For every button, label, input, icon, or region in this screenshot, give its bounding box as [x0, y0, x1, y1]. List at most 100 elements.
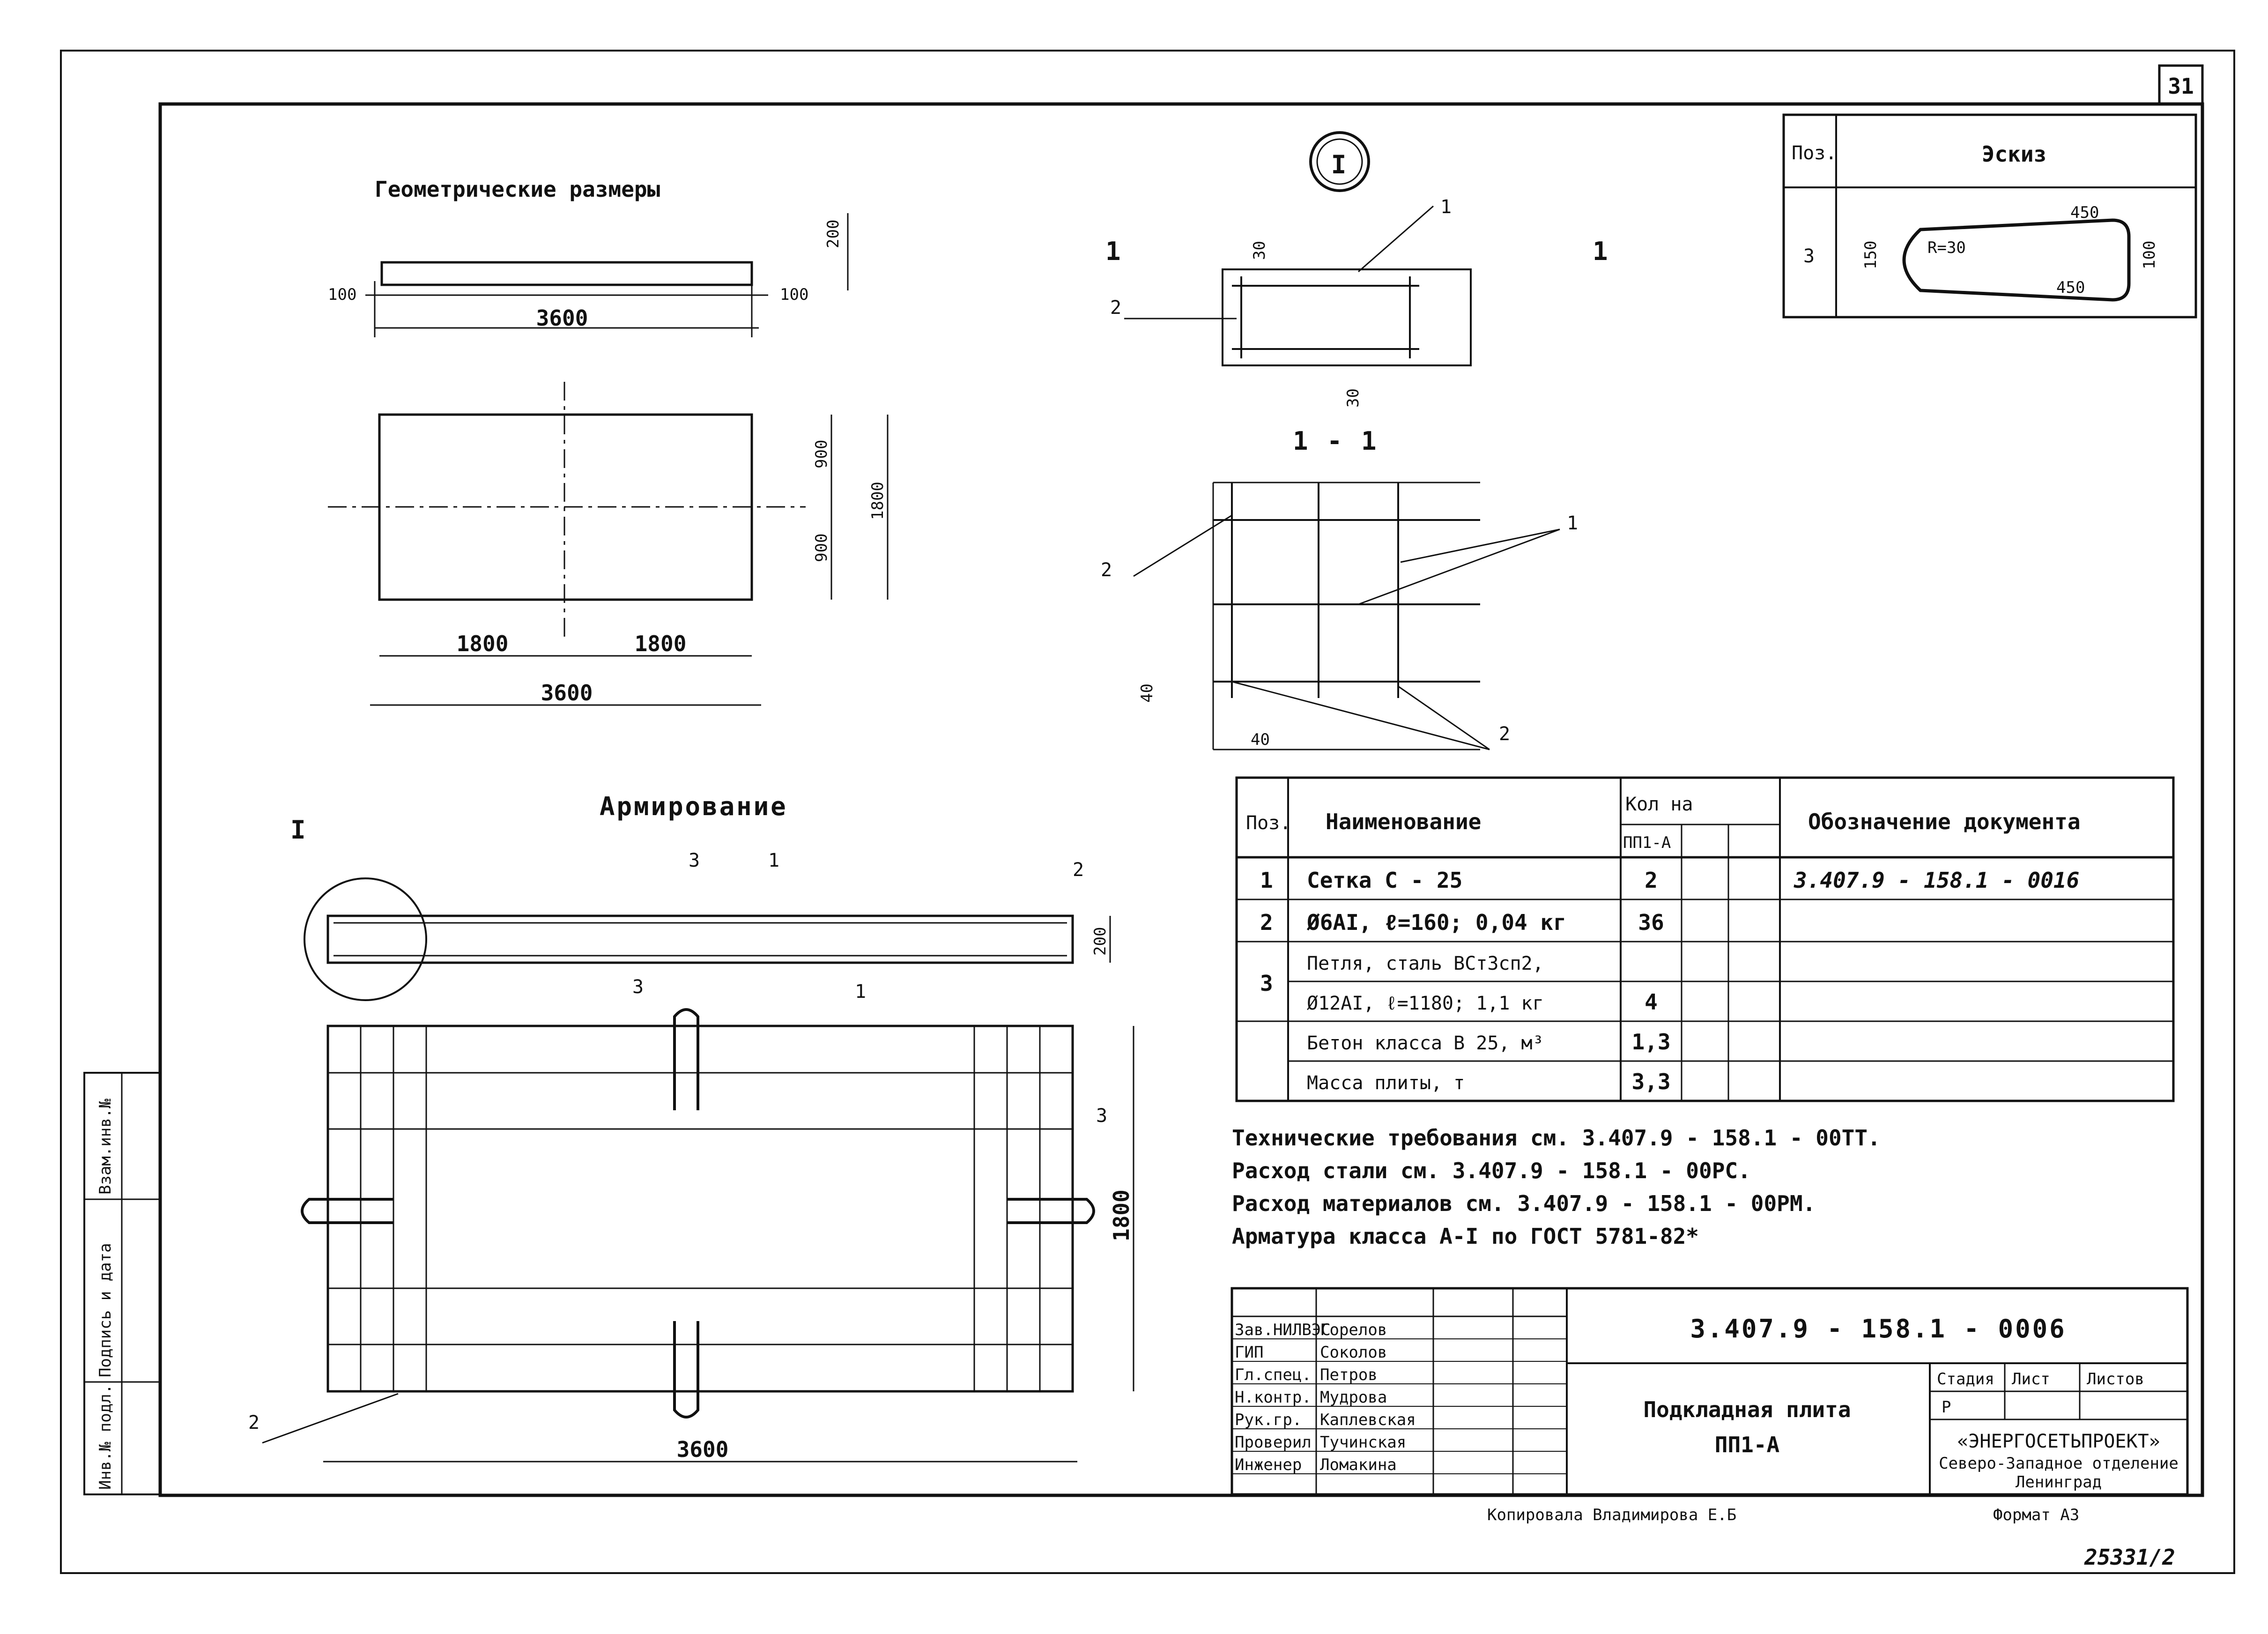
org-line-3: Ленинград — [2016, 1473, 2102, 1492]
margin-stamp: Инв.№ подл. Подпись и дата Взам.инв.№ — [83, 1072, 161, 1495]
strip-callout-1-bottom: 1 — [855, 981, 866, 1003]
spec-header-doc: Обозначение документа — [1808, 809, 2081, 834]
spec-row2-qty: 36 — [1638, 910, 1664, 935]
org-name: «ЭНЕРГОСЕТЬПРОЕКТ» — [1957, 1431, 2160, 1452]
spec-row6-qty: 3,3 — [1631, 1069, 1670, 1094]
plan-half-length-left: 1800 — [457, 631, 509, 656]
staff-role-4: Н.контр. — [1235, 1388, 1312, 1407]
staff-role-7: Инженер — [1235, 1456, 1302, 1474]
detail-callout-2: 2 — [1110, 297, 1121, 319]
note-3: Расход материалов см. 3.407.9 - 158.1 - … — [1232, 1191, 1816, 1216]
sheet-frame: 31 — [60, 50, 2235, 1574]
spec-row1-doc: 3.407.9 - 158.1 - 0016 — [1794, 868, 2079, 893]
spec-row2-name: Ø6АI, ℓ=160; 0,04 кг — [1306, 910, 1566, 935]
spec-row5-qty: 1,3 — [1631, 1029, 1670, 1055]
plan-callout-3-top: 3 — [632, 976, 644, 998]
copy-number: 25331/2 — [2084, 1545, 2175, 1570]
plan-half-length-right: 1800 — [635, 631, 687, 656]
detail-mark: I — [1331, 150, 1349, 179]
sketch-dim-bottom: 450 — [2056, 278, 2085, 297]
cut-mark-right: 1 — [1593, 237, 1610, 266]
plan-callout-2: 2 — [248, 1412, 259, 1433]
staff-name-1: Горелов — [1320, 1321, 1387, 1339]
staff-role-5: Рук.гр. — [1235, 1411, 1302, 1429]
detail-I: I 1 1 30 30 1 2 — [1105, 131, 1610, 408]
spec-row1-name: Сетка С - 25 — [1307, 868, 1462, 893]
section-cover-horizontal: 40 — [1251, 730, 1270, 749]
spec-row1-qty: 2 — [1645, 868, 1658, 893]
sheet-label: Лист — [2012, 1370, 2050, 1389]
staff-name-3: Петров — [1320, 1366, 1378, 1384]
sketch-header: Эскиз — [1982, 141, 2046, 167]
staff-name-2: Соколов — [1320, 1343, 1387, 1362]
detail-cover-top: 30 — [1250, 241, 1269, 260]
page-number: 31 — [2168, 74, 2194, 99]
strip-callout-3: 3 — [689, 850, 700, 871]
section-label: 1 - 1 — [1293, 426, 1379, 456]
section-callout-2-top: 2 — [1101, 559, 1112, 581]
note-2: Расход стали см. 3.407.9 - 158.1 - 00РС. — [1232, 1158, 1751, 1183]
section-1-1: 1 - 1 1 2 2 40 40 — [1101, 426, 1578, 750]
spec-header-name: Наименование — [1326, 809, 1481, 834]
item-mark: ПП1-А — [1715, 1432, 1779, 1457]
sketch-dim-left: 150 — [1861, 241, 1880, 269]
stamp-replacement: Взам.инв.№ — [96, 1099, 115, 1195]
spec-row4-name: Ø12АI, ℓ=1180; 1,1 кг — [1307, 993, 1544, 1014]
spec-row3-name: Петля, сталь ВСт3сп2, — [1307, 953, 1544, 974]
plan-callout-3-right: 3 — [1096, 1105, 1107, 1127]
note-1: Технические требования см. 3.407.9 - 158… — [1232, 1125, 1881, 1151]
spec-header-qty: Кол на — [1625, 794, 1693, 815]
spec-row3-pos: 3 — [1260, 971, 1273, 996]
spec-header-pos: Поз. — [1246, 812, 1291, 834]
staff-name-5: Каплевская — [1320, 1411, 1416, 1429]
stage-value: Р — [1942, 1398, 1951, 1417]
detail-callout-1: 1 — [1440, 196, 1452, 218]
sheets-label: Листов — [2087, 1370, 2144, 1389]
sketch-dim-right: 100 — [2140, 241, 2159, 269]
spec-table: Поз. Наименование Кол на ПП1-А Обозначен… — [1235, 776, 2175, 1102]
staff-role-6: Проверил — [1235, 1433, 1312, 1452]
doc-number: 3.407.9 - 158.1 - 0006 — [1690, 1314, 2066, 1344]
geometry-title: Геометрические размеры — [375, 177, 660, 202]
staff-role-2: ГИП — [1235, 1343, 1263, 1362]
stage-label: Стадия — [1937, 1370, 1994, 1389]
plan-width-dim: 1800 — [868, 482, 887, 520]
section-cover-vertical: 40 — [1138, 683, 1156, 703]
strip-callout-2: 2 — [1073, 859, 1084, 881]
section-callout-2-bottom: 2 — [1499, 723, 1510, 745]
sketch-table: Поз. Эскиз 3 450 450 150 100 R=30 — [1782, 113, 2197, 319]
item-name: Подкладная плита — [1643, 1397, 1851, 1422]
elevation-offset-right: 100 — [780, 285, 808, 304]
staff-role-1: Зав.НИЛВЭС — [1235, 1321, 1331, 1339]
elevation-thickness-dim: 200 — [824, 220, 843, 248]
elevation-length-dim: 3600 — [536, 305, 588, 331]
spec-row1-pos: 1 — [1260, 868, 1273, 893]
reinforcement-title: Армирование — [600, 792, 788, 821]
org-line-2: Северо-Западное отделение — [1939, 1454, 2179, 1473]
detail-cover-bottom: 30 — [1344, 388, 1363, 408]
staff-name-4: Мудрова — [1320, 1388, 1387, 1407]
spec-row5-name: Бетон класса В 25, м³ — [1307, 1032, 1544, 1054]
staff-role-3: Гл.спец. — [1235, 1366, 1312, 1384]
sheet-format: Формат А3 — [1993, 1506, 2079, 1524]
plan-half-width-top: 900 — [812, 440, 831, 468]
stamp-signature-date: Подпись и дата — [96, 1243, 115, 1377]
plate-elevation: 3600 100 100 200 — [328, 213, 849, 337]
section-callout-1: 1 — [1567, 512, 1578, 534]
reinforcement-width-dim: 1800 — [1109, 1189, 1134, 1241]
elevation-offset-left: 100 — [328, 285, 356, 304]
strip-thickness-dim: 200 — [1091, 927, 1110, 956]
spec-row2-pos: 2 — [1260, 910, 1273, 935]
spec-header-qty-sub: ПП1-А — [1623, 833, 1671, 852]
plate-plan: 1800 1800 3600 900 900 1800 — [328, 382, 889, 706]
stamp-inv-number: Инв.№ подл. — [96, 1384, 115, 1490]
plan-length-dim: 3600 — [541, 680, 593, 706]
copied-by: Копировала Владимирова Е.Б — [1487, 1506, 1736, 1524]
strip-callout-1: 1 — [768, 850, 779, 871]
technical-notes: Технические требования см. 3.407.9 - 158… — [1232, 1125, 1881, 1249]
title-block: Зав.НИЛВЭС Горелов ГИП Соколов Гл.спец. … — [1230, 1287, 2189, 1496]
sketch-pos: 3 — [1803, 245, 1815, 267]
note-4: Арматура класса А-I по ГОСТ 5781-82* — [1232, 1224, 1699, 1249]
